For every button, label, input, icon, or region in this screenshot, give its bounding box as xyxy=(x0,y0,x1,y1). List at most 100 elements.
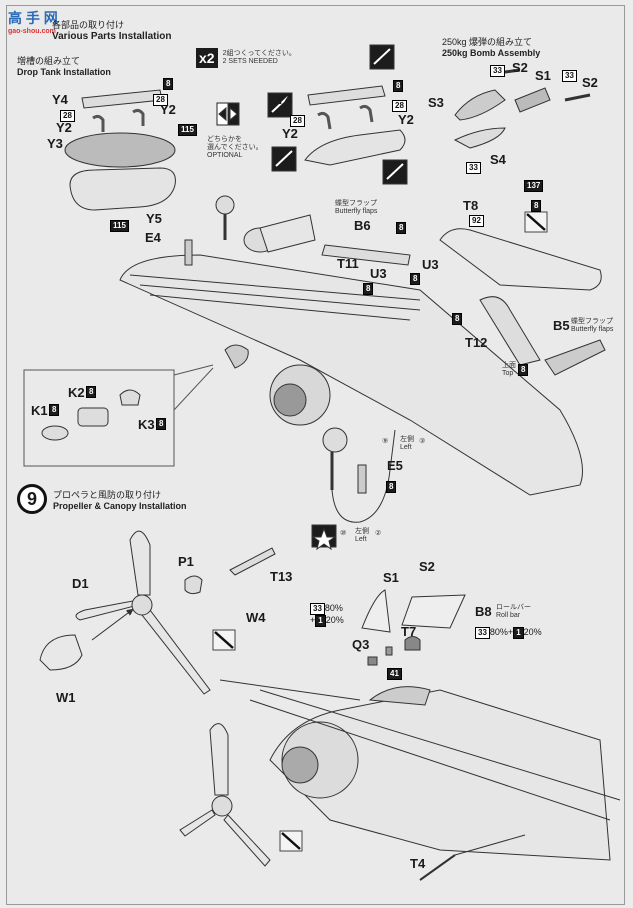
part-label-t8: T8 xyxy=(463,198,479,213)
color-code: 28 xyxy=(290,115,305,127)
ref-number-10: ⑩ xyxy=(340,530,347,537)
color-code: 41 xyxy=(387,668,402,680)
part-label-d1: D1 xyxy=(72,576,89,591)
watermark-domain: gao-shou.com xyxy=(8,28,56,35)
ref-number-9: ⑨ xyxy=(382,438,389,445)
part-label-p1: P1 xyxy=(178,554,194,569)
step-ref-2: ② xyxy=(375,530,382,537)
canopy-drawing xyxy=(361,589,466,666)
color-code: 8 xyxy=(49,404,60,416)
part-label-u3: U3 xyxy=(422,257,439,272)
part-label-t11: T11 xyxy=(337,256,359,271)
bomb-drawing xyxy=(453,68,591,149)
color-code: 8 xyxy=(396,222,407,234)
optional-note-en: OPTIONAL xyxy=(207,152,243,159)
drop-tank-drawing xyxy=(64,89,176,211)
mix-percent: 80% xyxy=(324,603,343,613)
step-9-title-jp: プロペラと風防の取り付け xyxy=(53,489,162,500)
step-number-badge: 9 xyxy=(17,484,47,514)
left-jp: 左側 xyxy=(400,436,414,443)
color-code: 8 xyxy=(386,481,397,493)
part-label-s2: S2 xyxy=(582,75,598,90)
part-label-y2: Y2 xyxy=(160,102,176,117)
part-label-y4: Y4 xyxy=(276,92,292,107)
mix-plus: + xyxy=(507,627,514,637)
k-parts-drawing xyxy=(41,389,141,441)
propeller-lower-drawing xyxy=(179,723,271,867)
optional-note-jp1: どちらかを xyxy=(207,136,242,143)
part-label-s2: S2 xyxy=(419,559,435,574)
color-code: 8 xyxy=(86,386,97,398)
rollbar-note: ロールバー Roll bar xyxy=(496,604,531,620)
part-label-y2: Y2 xyxy=(398,112,414,127)
drop-tank-heading: 増槽の組み立て Drop Tank Installation xyxy=(17,54,111,77)
sets-note-en: 2 SETS NEEDED xyxy=(222,58,278,65)
paint-decal-icon xyxy=(369,44,395,70)
butterfly-en: Butterfly flaps xyxy=(335,208,378,215)
center-tank-drawing xyxy=(304,85,406,166)
color-code: 33 xyxy=(562,70,577,82)
color-code: 33 xyxy=(310,603,325,615)
optional-note-jp2: 選んでください。 xyxy=(207,144,263,151)
aircraft-drawing xyxy=(119,195,606,496)
color-code: 8 xyxy=(363,283,374,295)
no-glue-icon xyxy=(279,830,303,852)
mix-plus: + xyxy=(310,615,316,625)
part-label-y2: Y2 xyxy=(56,120,72,135)
bomb-title-jp: 250kg 爆弾の組み立て xyxy=(442,37,533,47)
section-various-title-en: Various Parts Installation xyxy=(52,31,172,42)
color-code: 33 xyxy=(475,627,490,639)
part-label-t7: T7 xyxy=(401,624,417,639)
butterfly-jp: 蝶型フラップ xyxy=(335,200,377,207)
part-label-s1: S1 xyxy=(383,570,399,585)
part-label-w1: W1 xyxy=(56,690,76,705)
step-ref-3: ③ xyxy=(419,438,426,445)
color-code: 28 xyxy=(60,110,75,122)
part-label-b6: B6 xyxy=(354,218,371,233)
k-inset-box xyxy=(23,369,175,467)
part-label-b8: B8 xyxy=(475,604,492,619)
color-code: 8 xyxy=(156,418,167,430)
part-label-y4: Y4 xyxy=(52,92,68,107)
part-label-e4: E4 xyxy=(145,230,161,245)
paint-decal-icon xyxy=(271,146,297,172)
part-label-s4: S4 xyxy=(490,152,506,167)
color-code: 115 xyxy=(178,124,197,136)
part-label-s2: S2 xyxy=(512,60,528,75)
drop-tank-title-jp: 増槽の組み立て xyxy=(17,56,81,66)
part-label-t4: T4 xyxy=(410,856,426,871)
mix-percent: 80% xyxy=(489,627,508,637)
section-various-title-jp: 各部品の取り付け xyxy=(52,20,125,30)
part-label-k2: K2 xyxy=(68,385,85,400)
optional-choice-icon xyxy=(216,102,240,126)
part-label-s1: S1 xyxy=(535,68,551,83)
part-label-y3: Y3 xyxy=(47,136,63,151)
step-9-title-en: Propeller & Canopy Installation xyxy=(53,500,187,511)
color-code: 8 xyxy=(410,273,421,285)
left-jp: 左側 xyxy=(355,528,369,535)
color-code: 115 xyxy=(110,220,129,232)
color-code: 1 xyxy=(513,627,524,639)
aircraft-lower-drawing xyxy=(219,679,621,881)
section-various-heading: 各部品の取り付け Various Parts Installation xyxy=(52,18,171,42)
butterfly-flaps-note: 蝶型フラップ Butterfly flaps xyxy=(335,200,377,216)
drop-tank-title-en: Drop Tank Installation xyxy=(17,67,111,77)
color-code: 8 xyxy=(531,200,542,212)
optional-note: どちらかを 選んでください。 OPTIONAL xyxy=(207,136,263,160)
part-label-k1: K1 xyxy=(31,403,48,418)
part-label-t13: T13 xyxy=(270,569,293,584)
left-en: Left xyxy=(355,536,367,543)
color-code: 8 xyxy=(393,80,404,92)
times-two-badge: x2 xyxy=(196,48,218,68)
color-code: 8 xyxy=(163,78,174,90)
color-code: 8 xyxy=(518,364,529,376)
watermark: 高 手 网 gao-shou.com xyxy=(8,8,58,35)
color-code: 92 xyxy=(469,215,484,227)
top-note: 上面 Top xyxy=(502,362,516,378)
no-glue-icon xyxy=(212,629,236,651)
left-en: Left xyxy=(400,444,412,451)
watermark-chars: 高 手 网 xyxy=(8,10,58,26)
